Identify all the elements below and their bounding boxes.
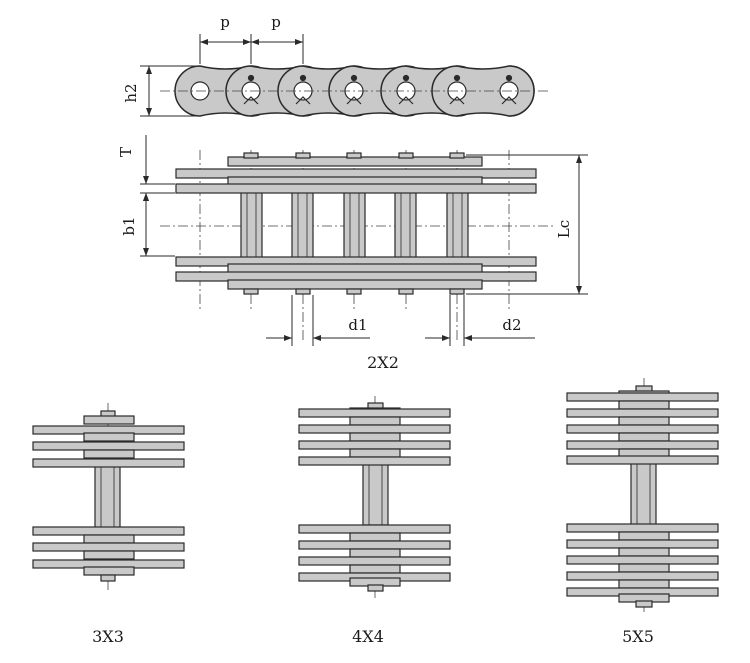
lc-dimension xyxy=(466,154,588,295)
t-label: T xyxy=(117,147,135,157)
t-dimension xyxy=(140,135,175,203)
h2-label: h2 xyxy=(122,83,140,102)
caption-5x5: 5X5 xyxy=(622,627,654,646)
d2-label: d2 xyxy=(502,316,521,334)
pin-marks xyxy=(243,74,517,105)
d1-dimension xyxy=(266,295,370,346)
rollers xyxy=(240,191,469,259)
caption-2x2: 2X2 xyxy=(367,353,399,372)
cross-section-3x3: 3X3 xyxy=(32,403,185,646)
cross-section-4x4: 4X4 xyxy=(298,396,451,646)
pitch-label-left: p xyxy=(220,13,230,31)
lower-plates xyxy=(175,256,537,290)
h2-dimension xyxy=(140,65,198,117)
b1-dimension xyxy=(140,193,175,257)
roller-lines xyxy=(246,192,463,258)
pitch-dimension xyxy=(199,34,304,64)
plan-view: T b1 Lc d1 xyxy=(117,135,588,372)
d2-dimension xyxy=(425,295,535,346)
b1-label: b1 xyxy=(120,216,138,235)
pin-heads xyxy=(243,152,465,295)
center-pin xyxy=(630,462,657,526)
upper-plates xyxy=(175,156,537,194)
cross-section-5x5: 5X5 xyxy=(566,378,719,646)
caption-3x3: 3X3 xyxy=(92,627,124,646)
d1-label: d1 xyxy=(348,316,367,334)
center-pin xyxy=(94,461,121,533)
side-view: p p h2 xyxy=(122,13,550,117)
caption-4x4: 4X4 xyxy=(352,627,384,646)
pitch-label-right: p xyxy=(271,13,281,31)
center-pin xyxy=(362,462,389,526)
lc-label: Lc xyxy=(555,220,573,238)
